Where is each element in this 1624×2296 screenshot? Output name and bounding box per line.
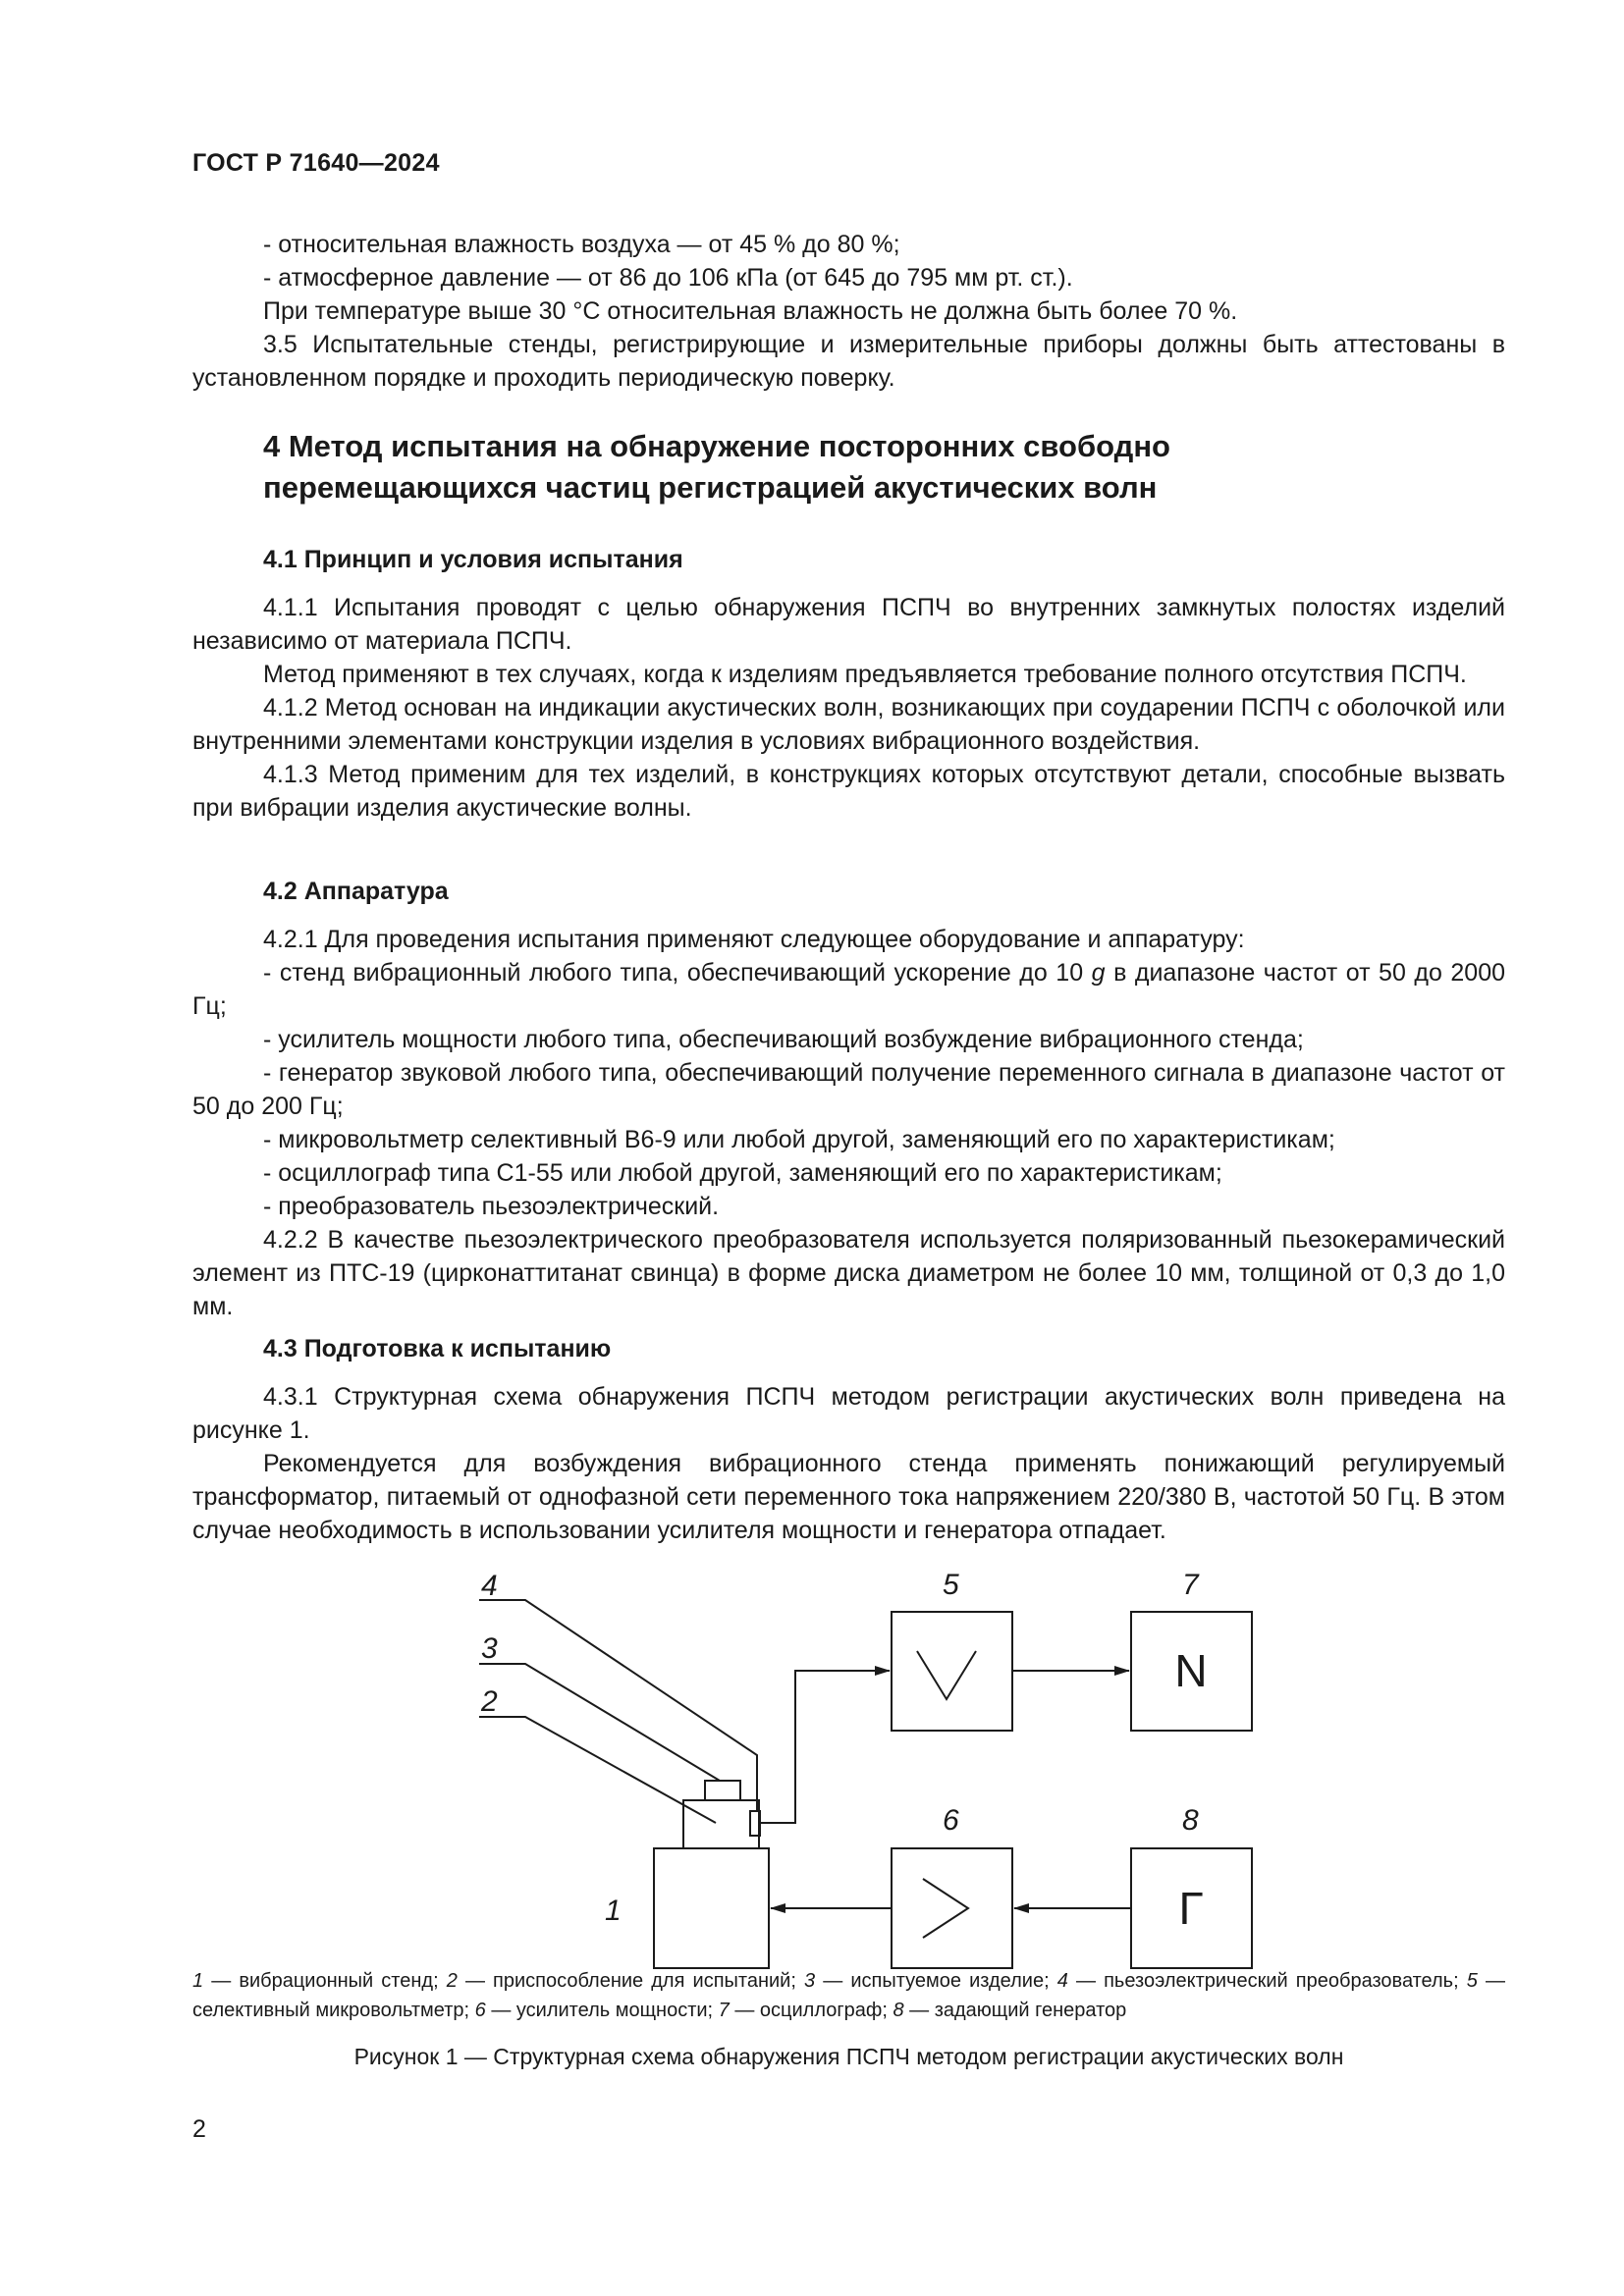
amplifier-symbol xyxy=(922,1878,970,1939)
paragraph: Метод применяют в тех случаях, когда к и… xyxy=(263,661,1467,688)
subsection-4-1-title: 4.1 Принцип и условия испытания xyxy=(263,546,683,573)
power-amplifier-block xyxy=(891,1847,1013,1969)
vibration-stand-block xyxy=(653,1847,770,1969)
subsection-4-2-title: 4.2 Аппаратура xyxy=(263,878,449,905)
legend-num: 6 xyxy=(474,2000,486,2021)
oscilloscope-block xyxy=(1130,1611,1253,1732)
list-item: - осциллограф типа С1-55 или любой друго… xyxy=(263,1159,1222,1187)
label-5: 5 xyxy=(943,1569,959,1601)
legend-text: — задающий генератор xyxy=(903,2000,1127,2021)
paragraph: 4.1.1 Испытания проводят с целью обнаруж… xyxy=(192,594,1505,655)
legend-num: 3 xyxy=(804,1970,816,1992)
paragraph: 4.1.2 Метод основан на индикации акустич… xyxy=(192,694,1505,755)
intro-block: - относительная влажность воздуха — от 4… xyxy=(192,228,1505,395)
paragraph: Рекомендуется для возбуждения вибрационн… xyxy=(192,1450,1505,1544)
section-title-line: 4 Метод испытания на обнаружение посторо… xyxy=(263,429,1170,463)
section-title-line: перемещающихся частиц регистрацией акуст… xyxy=(263,470,1158,505)
paragraph: 4.2.1 Для проведения испытания применяют… xyxy=(263,926,1245,953)
label-8: 8 xyxy=(1182,1804,1199,1837)
label-6: 6 xyxy=(943,1804,959,1837)
figure-legend: 1 — вибрационный стенд; 2 — приспособлен… xyxy=(192,1966,1505,2025)
legend-text: — селективный микровольтметр; xyxy=(192,1970,1505,2021)
list-item: - относительная влажность воздуха — от 4… xyxy=(263,231,900,258)
list-item: - генератор звуковой любого типа, обеспе… xyxy=(192,1059,1505,1120)
legend-num: 7 xyxy=(718,2000,730,2021)
legend-text: — пьезоэлектрический преобразователь; xyxy=(1067,1970,1467,1992)
list-item: - стенд вибрационный любого типа, обеспе… xyxy=(192,956,1505,1023)
list-item: - усилитель мощности любого типа, обеспе… xyxy=(263,1026,1304,1053)
paragraph: 4.3.1 Структурная схема обнаружения ПСПЧ… xyxy=(192,1383,1505,1444)
list-item: - микровольтметр селективный В6-9 или лю… xyxy=(263,1126,1335,1153)
microvoltmeter-block xyxy=(891,1611,1013,1732)
test-item-block xyxy=(704,1780,741,1801)
transducer-to-microvoltmeter-line xyxy=(760,1666,891,1824)
legend-text: — усилитель мощности; xyxy=(485,2000,719,2021)
microvoltmeter-symbol xyxy=(916,1650,977,1701)
paragraph: При температуре выше 30 °С относительная… xyxy=(263,297,1238,325)
legend-num: 4 xyxy=(1056,1970,1068,1992)
figure-caption: Рисунок 1 — Структурная схема обнаружени… xyxy=(353,2044,1344,2069)
legend-num: 1 xyxy=(192,1970,204,1992)
label-2: 2 xyxy=(480,1685,498,1718)
section-4-3-body: 4.3.1 Структурная схема обнаружения ПСПЧ… xyxy=(192,1380,1505,1547)
legend-num: 2 xyxy=(446,1970,458,1992)
legend-text: — испытуемое изделие; xyxy=(815,1970,1057,1992)
legend-text: — вибрационный стенд; xyxy=(203,1970,447,1992)
document-header: ГОСТ Р 71640—2024 xyxy=(192,149,440,177)
leader-line-2 xyxy=(479,1716,717,1824)
label-1: 1 xyxy=(605,1895,622,1927)
generator-symbol: Г xyxy=(1179,1883,1204,1934)
paragraph: 4.1.3 Метод применим для тех изделий, в … xyxy=(192,761,1505,822)
section-4-2-body: 4.2.1 Для проведения испытания применяют… xyxy=(192,923,1505,1323)
label-3: 3 xyxy=(481,1632,498,1665)
list-item: - атмосферное давление — от 86 до 106 кП… xyxy=(263,264,1073,292)
leader-line-3 xyxy=(479,1663,721,1782)
label-4: 4 xyxy=(481,1570,498,1602)
oscilloscope-symbol: N xyxy=(1174,1645,1207,1696)
paragraph: 4.2.2 В качестве пьезоэлектрического пре… xyxy=(192,1226,1505,1320)
section-4-1-body: 4.1.1 Испытания проводят с целью обнаруж… xyxy=(192,591,1505,825)
legend-text: — осциллограф; xyxy=(729,2000,893,2021)
list-item-text: - стенд вибрационный любого типа, обеспе… xyxy=(263,959,1092,987)
section-4-title: 4 Метод испытания на обнаружение посторо… xyxy=(263,426,1170,508)
page-number: 2 xyxy=(192,2115,206,2143)
subsection-4-3-title: 4.3 Подготовка к испытанию xyxy=(263,1335,612,1362)
list-item: - преобразователь пьезоэлектрический. xyxy=(263,1193,720,1220)
legend-text: — приспособление для испытаний; xyxy=(457,1970,805,1992)
g-symbol: g xyxy=(1091,959,1106,987)
list-item-text: в диапазоне частот от 50 до 2000 Гц; xyxy=(192,959,1506,1020)
legend-num: 5 xyxy=(1466,1970,1478,1992)
legend-num: 8 xyxy=(893,2000,904,2021)
paragraph: 3.5 Испытательные стенды, регистрирующие… xyxy=(192,331,1505,392)
leader-line-4 xyxy=(479,1599,758,1811)
label-7: 7 xyxy=(1182,1569,1200,1601)
test-fixture-block xyxy=(682,1799,760,1849)
